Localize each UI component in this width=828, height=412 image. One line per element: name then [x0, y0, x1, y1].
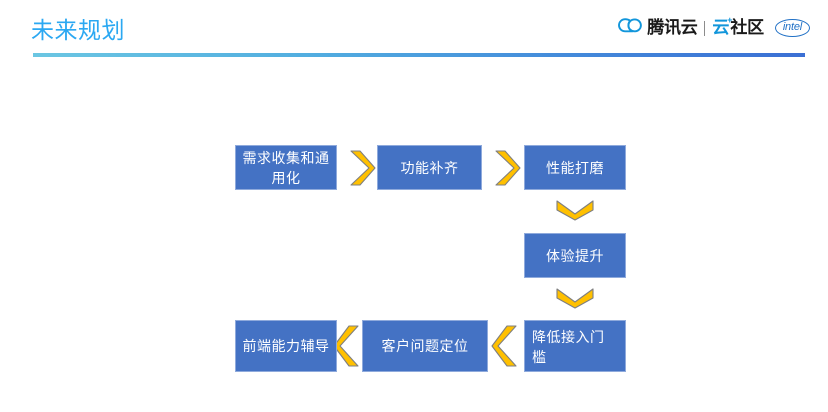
community-logo: 云 + 社区: [712, 15, 764, 38]
chevron-right-icon-1: [347, 148, 377, 193]
community-cloud-char: 云 +: [712, 15, 733, 38]
chevron-left-icon-2: [332, 323, 362, 374]
flow-node-frontend-enablement[interactable]: 前端能力辅导: [235, 320, 337, 372]
flow-node-performance-tuning[interactable]: 性能打磨: [524, 145, 626, 190]
chevron-down-icon-1: [554, 198, 596, 227]
flow-node-feature-completion[interactable]: 功能补齐: [377, 145, 482, 190]
flow-node-requirements[interactable]: 需求收集和通用化: [235, 145, 337, 190]
community-wordmark: 社区: [730, 18, 764, 37]
tencent-cloud-wordmark: 腾讯云: [647, 18, 698, 37]
intel-logo: intel: [774, 19, 810, 37]
title-divider: [33, 53, 805, 57]
flow-node-customer-issue-triage[interactable]: 客户问题定位: [362, 320, 488, 372]
community-cloud-glyph: 云: [712, 18, 730, 37]
logo-group: 腾讯云 云 + 社区 intel: [618, 15, 810, 41]
logo-divider-bar: [704, 20, 706, 36]
chevron-left-icon-1: [490, 323, 520, 374]
community-plus-icon: +: [727, 15, 733, 25]
slide-header: 未来规划 腾讯云 云 + 社区 intel: [0, 0, 828, 62]
flow-node-lower-barrier[interactable]: 降低接入门槛: [524, 320, 626, 372]
page-title: 未来规划: [31, 17, 125, 43]
flow-node-experience-improvement[interactable]: 体验提升: [524, 233, 626, 278]
chevron-right-icon-2: [492, 148, 522, 193]
tencent-cloud-logo-icon: [618, 16, 643, 40]
chevron-down-icon-2: [554, 286, 596, 315]
